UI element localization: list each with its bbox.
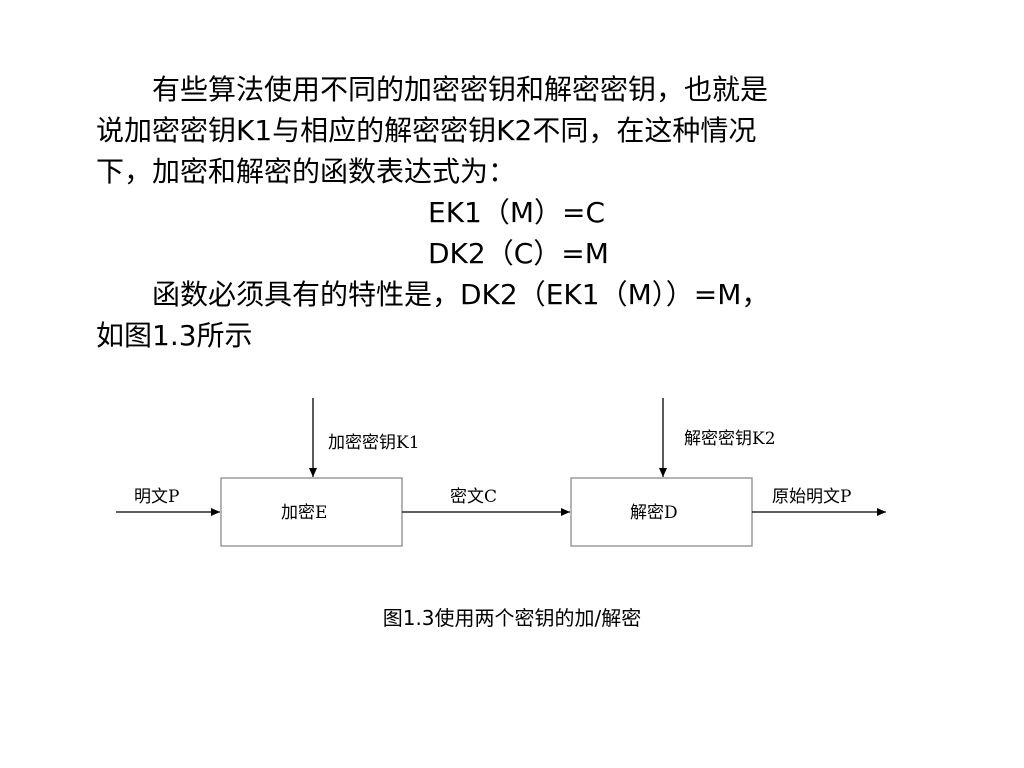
paragraph-line-3: 下，加密和解密的函数表达式为： [96, 155, 517, 188]
output-label: 原始明文P [772, 487, 851, 507]
formula-decrypt: DK2（C）=M [428, 237, 609, 270]
figure-caption: 图1.3使用两个密钥的加/解密 [382, 606, 642, 630]
ciphertext-label: 密文C [450, 487, 497, 507]
paragraph-line-1: 有些算法使用不同的加密密钥和解密密钥，也就是 [152, 73, 769, 106]
decrypt-key-label: 解密密钥K2 [684, 429, 776, 449]
paragraph-line-4: 函数必须具有的特性是，DK2（EK1（M））=M， [152, 278, 770, 311]
encrypt-box [220, 477, 403, 547]
decrypt-box-label: 解密D [630, 503, 678, 523]
paragraph-line-2: 说加密密钥K1与相应的解密密钥K2不同，在这种情况 [96, 114, 757, 147]
formula-encrypt: EK1（M）=C [428, 196, 606, 229]
encrypt-key-label: 加密密钥K1 [328, 433, 420, 453]
decrypt-box [570, 477, 753, 547]
encrypt-box-label: 加密E [281, 503, 327, 523]
paragraph-line-5: 如图1.3所示 [96, 319, 253, 352]
input-label: 明文P [134, 487, 179, 507]
